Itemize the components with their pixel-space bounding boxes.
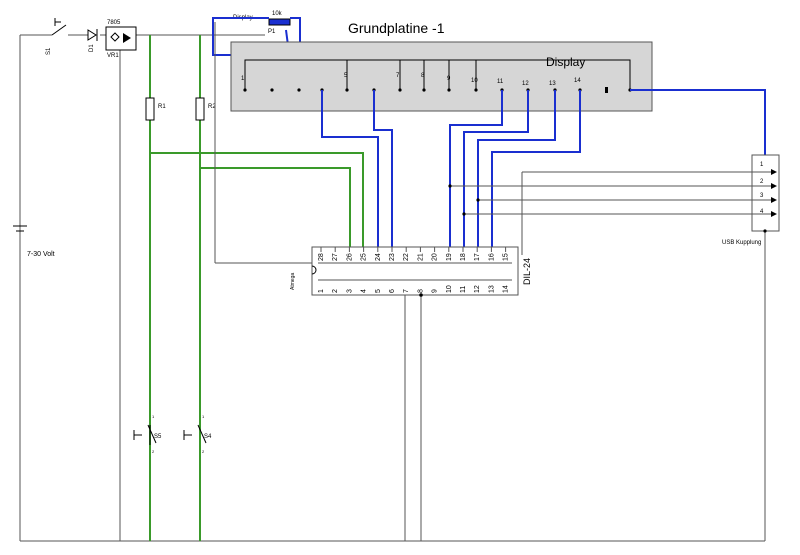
chip-pin-4: 4 — [361, 289, 368, 293]
display-pin-1: 1 — [241, 76, 245, 82]
chip-pin-20: 20 — [432, 253, 439, 261]
display-bus-line — [244, 59, 631, 90]
pushbutton-s4-label: S4 — [204, 434, 212, 440]
regulator-part: 7805 — [107, 20, 121, 26]
green-wire-r2-to-chip — [200, 167, 351, 255]
battery-symbol — [13, 225, 27, 232]
display-pins — [243, 60, 632, 93]
regulator-diamond — [110, 32, 120, 42]
pin-small-s5-2: 2 — [152, 449, 155, 454]
usb-connector — [751, 154, 780, 232]
chip-pin-6: 6 — [389, 289, 396, 293]
chip-pin-25: 25 — [361, 253, 368, 261]
chip-notch — [311, 265, 317, 275]
regulator-arrow — [123, 33, 131, 43]
pushbutton-s4[interactable] — [183, 424, 207, 444]
green-wire-r1-to-chip — [150, 152, 364, 255]
usb-pin-1: 1 — [760, 162, 764, 168]
pushbutton-s5[interactable] — [133, 424, 157, 445]
diode-d1-label: D1 — [89, 44, 95, 52]
blue-wire-usb — [630, 89, 766, 155]
blue-wire-d4 — [321, 90, 379, 255]
display-pin-9: 9 — [447, 76, 451, 82]
display-label: Display — [546, 55, 585, 69]
display-pin-10: 10 — [471, 78, 478, 84]
pin-small-s5-1: 1 — [152, 414, 155, 419]
display-board — [230, 41, 653, 112]
blue-wire-d11 — [449, 90, 503, 255]
chip-pin-8: 8 — [417, 289, 424, 293]
potentiometer-p1[interactable] — [268, 18, 291, 26]
chip-pin-1: 1 — [318, 289, 325, 293]
chip-pin-2: 2 — [332, 289, 339, 293]
chip-pin-23: 23 — [389, 253, 396, 261]
pushbutton-s5-label: S5 — [154, 434, 162, 440]
pot-value: 10k — [272, 11, 283, 17]
chip-pin-27: 27 — [332, 253, 339, 261]
display-pin-14: 14 — [574, 78, 581, 84]
chip-pin-11: 11 — [460, 286, 467, 293]
resistor-r2 — [195, 97, 205, 121]
resistor-r1-label: R1 — [158, 104, 166, 110]
chip-pin-10: 10 — [446, 285, 453, 293]
regulator-ref: VR1 — [107, 53, 119, 59]
pin-small-s4-2: 2 — [202, 449, 205, 454]
chip-body — [311, 246, 519, 296]
chip-pin-15: 15 — [503, 253, 510, 261]
switch-s1-label: S1 — [46, 47, 52, 55]
chip-vendor: Atmega — [290, 273, 296, 290]
battery-label: 7-30 Volt — [27, 251, 55, 258]
blue-wire-d12 — [463, 90, 529, 255]
chip-name: DIL-24 — [522, 258, 532, 285]
chip-pin-26: 26 — [346, 253, 353, 261]
chip-pin-24: 24 — [375, 253, 382, 261]
chip-pin-19: 19 — [446, 253, 453, 261]
display-pin-13: 13 — [549, 81, 556, 87]
blue-wire-d6 — [373, 90, 393, 255]
switch-s1[interactable] — [51, 18, 67, 36]
display-pin-8: 8 — [421, 73, 425, 79]
chip-pin-21: 21 — [417, 253, 424, 261]
usb-pin-3: 3 — [760, 193, 764, 199]
display-pin-5: 5 — [344, 73, 348, 79]
resistor-r2-label: R2 — [208, 104, 216, 110]
chip-pin-22: 22 — [403, 253, 410, 261]
chip-pin-18: 18 — [460, 253, 467, 261]
pot-ref: P1 — [268, 29, 276, 35]
chip-pin-17: 17 — [474, 253, 481, 261]
pin-small-s4-1: 1 — [202, 414, 205, 419]
usb-signal-wires — [448, 169, 777, 255]
chip-top-pins: 28 27 26 25 24 23 22 21 20 19 18 17 16 15 — [318, 247, 510, 261]
resistor-r1 — [145, 97, 155, 121]
usb-pin-4: 4 — [760, 209, 764, 215]
blue-wire-d13 — [477, 90, 556, 255]
display-pin-7: 7 — [396, 73, 400, 79]
chip-pin-3: 3 — [346, 289, 353, 293]
usb-pin-2: 2 — [760, 179, 764, 185]
chip-pin-13: 13 — [488, 285, 495, 293]
usb-label: USB Kupplung — [722, 240, 761, 246]
display-pin-12: 12 — [522, 81, 529, 87]
regulator-body — [105, 26, 137, 51]
page-title: Grundplatine -1 — [348, 20, 445, 36]
chip-pin-16: 16 — [488, 253, 495, 261]
chip-pin-28: 28 — [318, 253, 325, 261]
chip-pin-14: 14 — [503, 285, 510, 293]
chip-pin-5: 5 — [375, 289, 382, 293]
blue-wire-d14 — [491, 90, 581, 255]
display-pin-11: 11 — [497, 79, 504, 85]
chip-pin-12: 12 — [474, 285, 481, 293]
diode-d1 — [87, 29, 98, 41]
pot-blue-wire-left — [212, 17, 269, 22]
chip-pin-7: 7 — [403, 289, 410, 293]
chip-pin-9: 9 — [432, 289, 439, 293]
